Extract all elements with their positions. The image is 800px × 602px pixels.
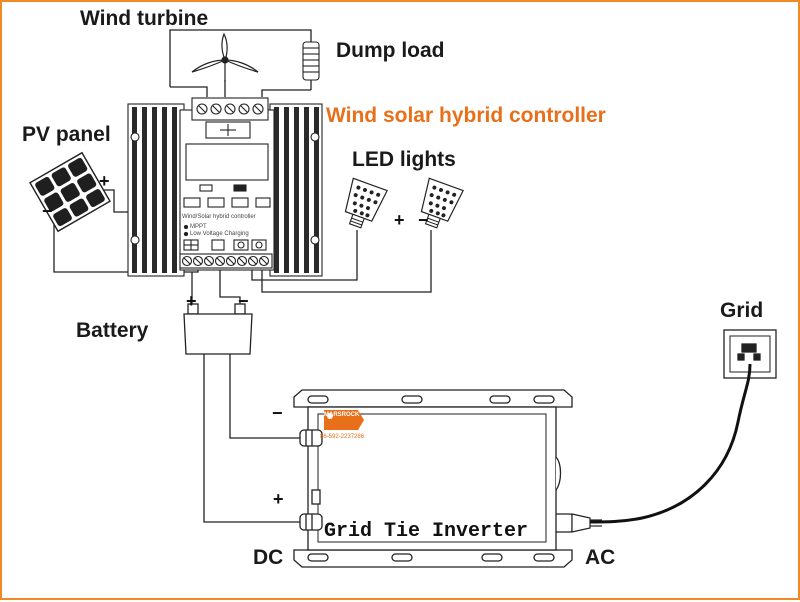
battery-minus-sign: − — [238, 291, 249, 311]
pv-plus-sign: + — [99, 171, 110, 191]
led-light-2-icon — [420, 177, 464, 229]
heatsink-fins-right — [274, 107, 319, 273]
controller-panel-title: Wind/Solar hybrid controller — [182, 214, 256, 220]
dump-load-resistor-icon — [302, 41, 320, 81]
led-minus-sign: − — [418, 210, 429, 230]
inverter-plus-sign: + — [273, 489, 284, 509]
label-led-lights: LED lights — [352, 148, 456, 171]
label-grid: Grid — [720, 299, 764, 322]
turbine-wire-left — [169, 29, 312, 87]
label-ac: AC — [585, 546, 616, 569]
label-controller: Wind solar hybrid controller — [326, 104, 606, 127]
turbine-wire-right — [261, 89, 311, 97]
dc-plus-wire — [203, 350, 300, 523]
dc-minus-wire — [229, 350, 300, 439]
label-wind-turbine: Wind turbine — [80, 7, 209, 30]
label-inverter: Grid Tie Inverter — [324, 520, 529, 543]
led2-wire — [261, 230, 432, 293]
grid-tie-inverter — [293, 389, 573, 568]
inverter-phone: 86-592-2237286 — [320, 434, 365, 440]
label-pv-panel: PV panel — [22, 123, 111, 146]
inverter-brand: MARSROCK — [324, 412, 360, 418]
controller-panel-mppt: MPPT — [190, 224, 207, 230]
controller-panel-charging: Low Voltage Charging — [190, 231, 249, 237]
ac-cable — [586, 363, 752, 524]
label-dc: DC — [253, 546, 284, 569]
led1-wire — [251, 230, 358, 281]
battery-plus-sign: + — [186, 291, 197, 311]
led-light-1-icon — [344, 177, 388, 229]
heatsink-fins-left — [132, 107, 177, 273]
pv-panel-icon — [29, 151, 111, 233]
inverter-minus-sign: − — [272, 403, 283, 423]
label-dump-load: Dump load — [336, 39, 445, 62]
label-battery: Battery — [76, 319, 149, 342]
turbine-wire-mid — [170, 86, 208, 97]
pv-minus-sign: − — [42, 201, 53, 221]
hybrid-controller — [127, 97, 323, 277]
battery-icon — [183, 303, 253, 355]
led-plus-sign: + — [394, 210, 405, 230]
wind-turbine-icon — [191, 32, 259, 82]
